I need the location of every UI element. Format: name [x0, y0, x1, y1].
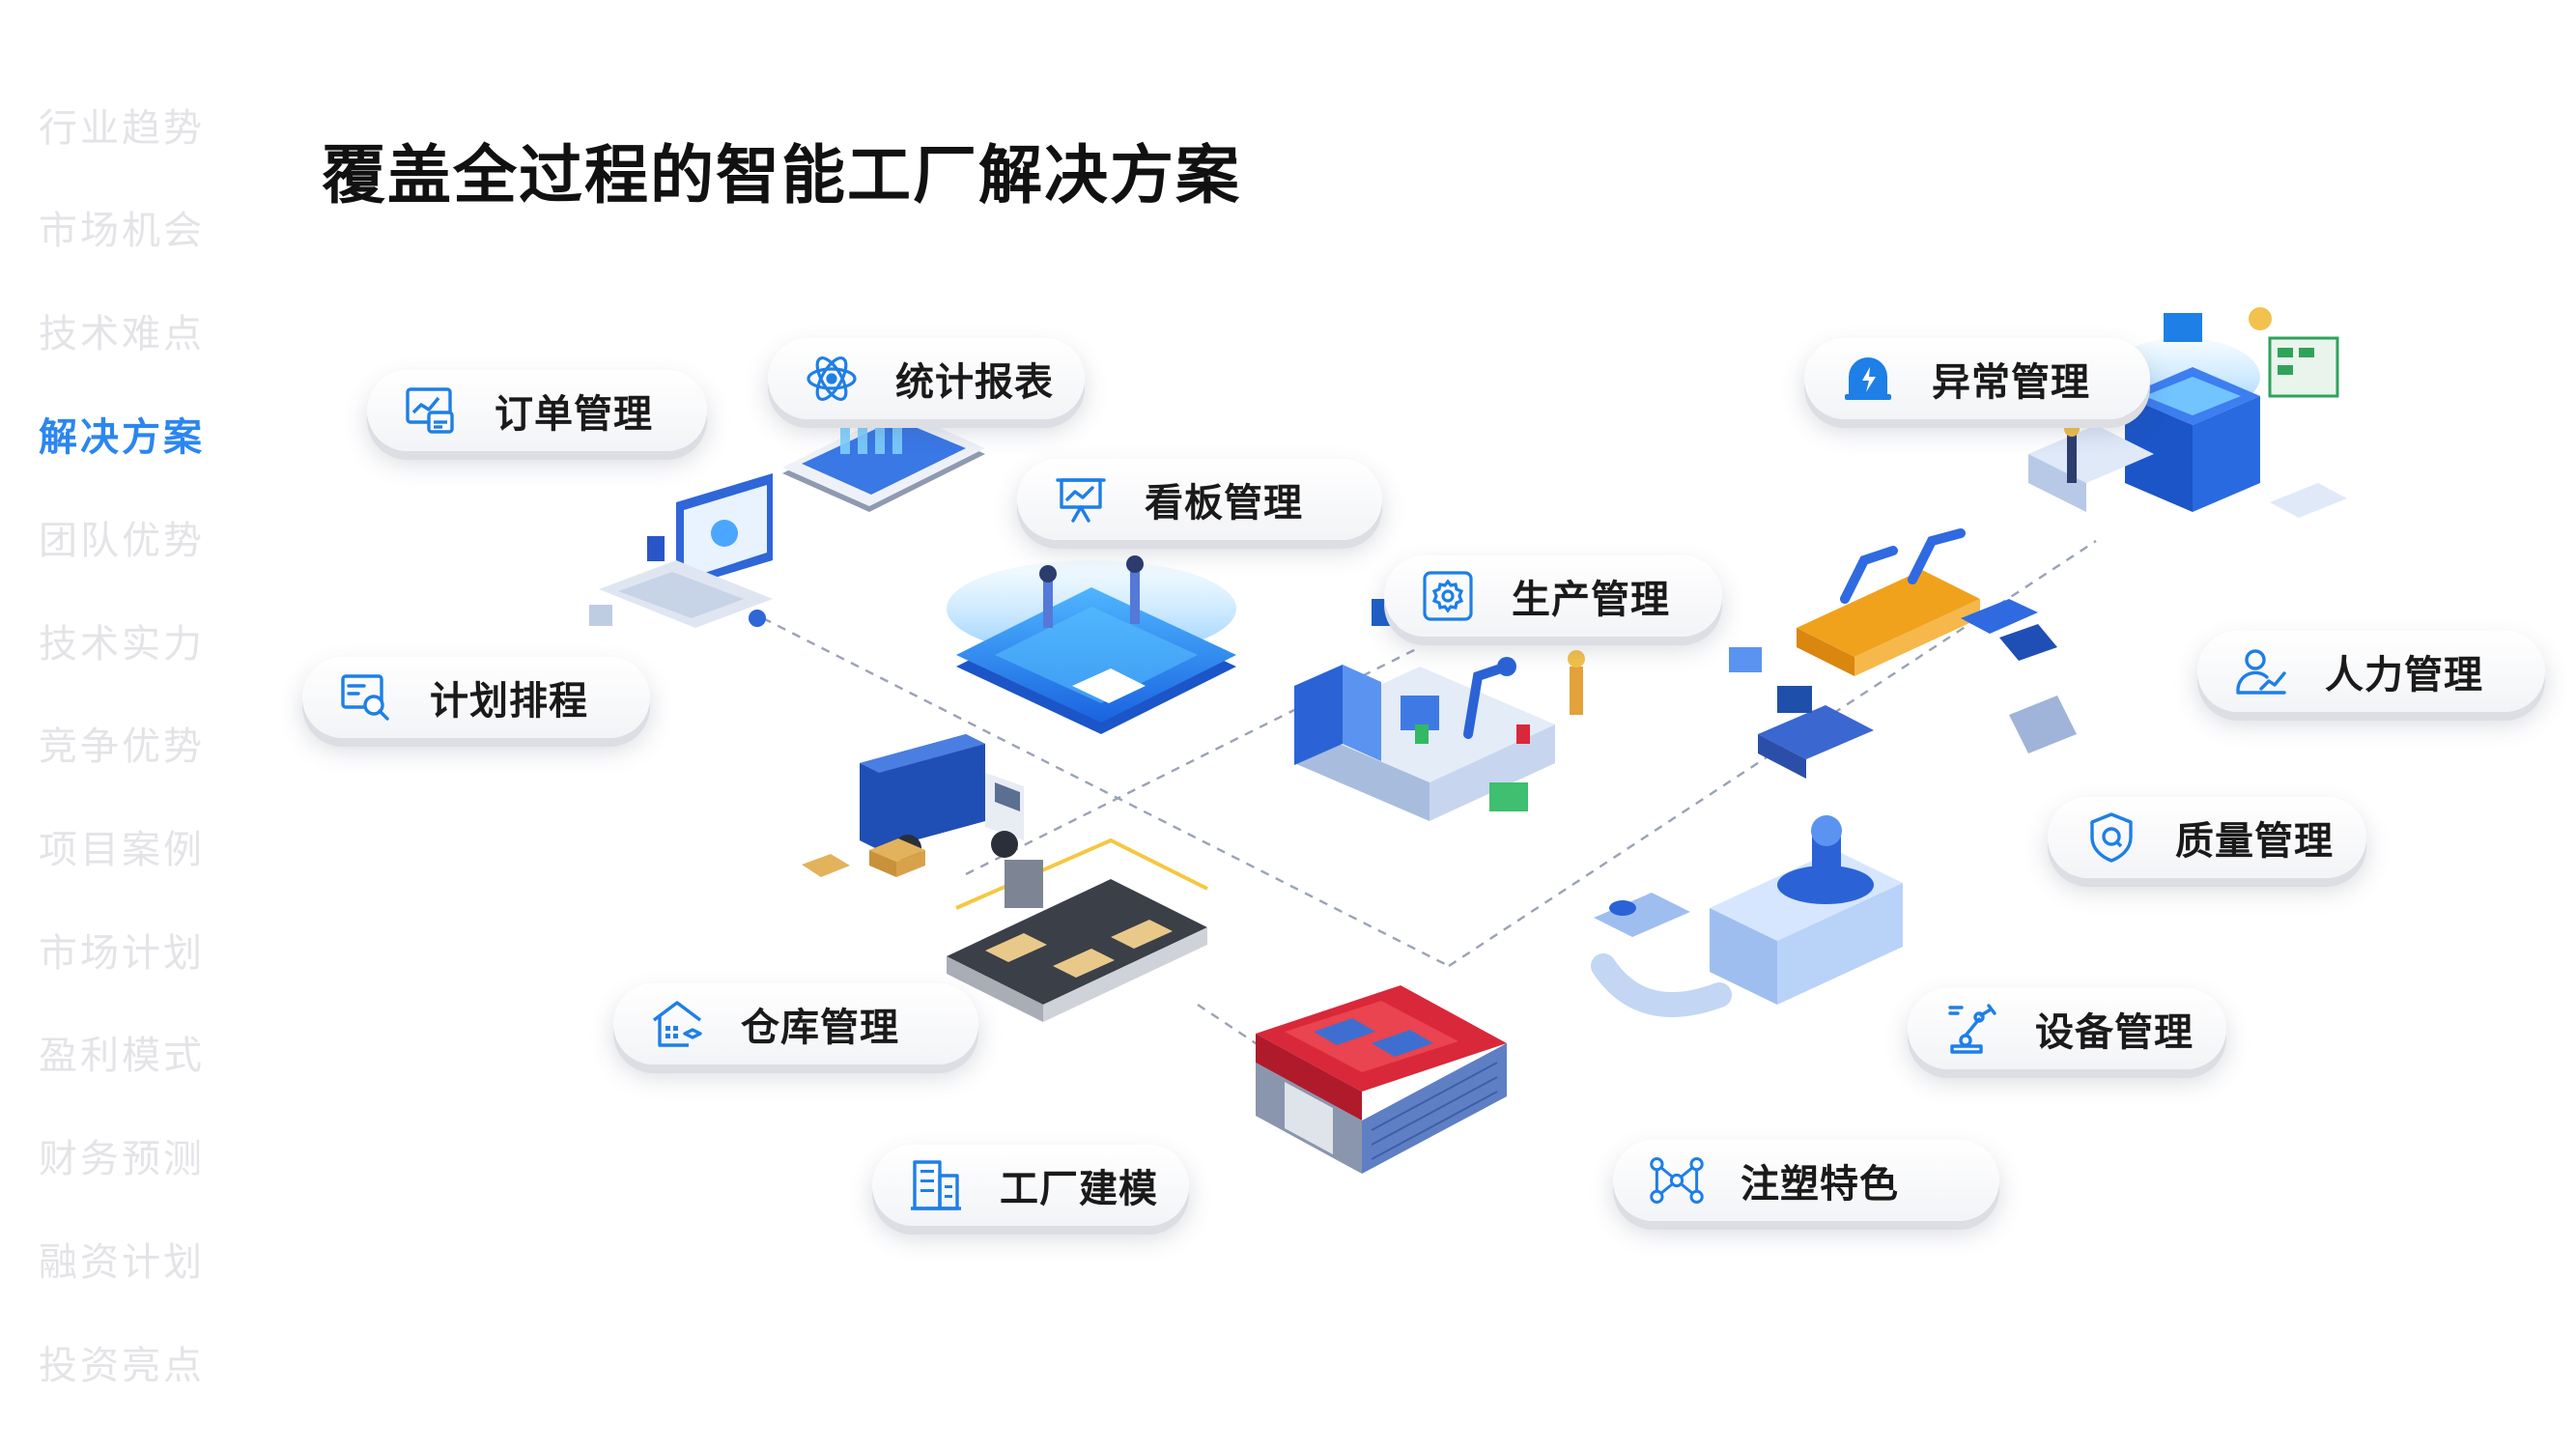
module-plan-scheduling[interactable]: 计划排程	[302, 657, 650, 738]
automation-line	[1729, 528, 2077, 779]
shield-icon	[2082, 809, 2140, 867]
atom-report-icon	[803, 350, 861, 408]
module-quality-management[interactable]: 质量管理	[2048, 797, 2366, 878]
module-label: 注塑特色	[1741, 1162, 1899, 1207]
nav-item-solution[interactable]: 解决方案	[39, 415, 205, 460]
nav-item-market-plan[interactable]: 市场计划	[39, 931, 205, 976]
module-label: 异常管理	[1932, 360, 2090, 405]
module-hr-management[interactable]: 人力管理	[2197, 631, 2545, 712]
module-label: 计划排程	[430, 679, 588, 724]
module-label: 看板管理	[1145, 481, 1303, 526]
factory-building	[1256, 985, 1507, 1174]
nav-item-team-advantage[interactable]: 团队优势	[39, 519, 205, 563]
module-injection-molding-feature[interactable]: 注塑特色	[1613, 1140, 1999, 1221]
module-label: 工厂建模	[1000, 1167, 1158, 1211]
module-factory-modeling[interactable]: 工厂建模	[872, 1145, 1189, 1226]
injection-machine	[1591, 815, 1903, 1017]
module-production-management[interactable]: 生产管理	[1384, 555, 1722, 637]
module-equipment-management[interactable]: 设备管理	[1908, 988, 2226, 1069]
laptop-workstation	[589, 473, 773, 628]
nav-item-market-opportunity[interactable]: 市场机会	[39, 209, 205, 253]
nav-item-investment-highlights[interactable]: 投资亮点	[39, 1344, 205, 1388]
building-icon	[907, 1156, 965, 1214]
warehouse-area	[947, 838, 1208, 1022]
gear-icon	[1419, 567, 1477, 625]
search-document-icon	[337, 668, 395, 726]
presentation-board-icon	[1052, 470, 1110, 528]
module-exception-management[interactable]: 异常管理	[1804, 338, 2150, 419]
module-label: 生产管理	[1512, 578, 1670, 622]
nav-item-financing-plan[interactable]: 融资计划	[39, 1240, 205, 1285]
warehouse-icon	[648, 995, 706, 1053]
order-chart-icon	[402, 382, 460, 440]
module-label: 人力管理	[2325, 653, 2483, 697]
user-chart-icon	[2232, 642, 2290, 700]
module-warehouse-management[interactable]: 仓库管理	[613, 983, 978, 1065]
robot-arm-icon	[1942, 1000, 2000, 1058]
module-statistics-report[interactable]: 统计报表	[768, 338, 1085, 419]
nav-item-competitive-advantage[interactable]: 竞争优势	[39, 724, 205, 769]
nav-item-industry-trend[interactable]: 行业趋势	[39, 106, 205, 151]
module-label: 设备管理	[2035, 1010, 2194, 1055]
holographic-platform	[947, 555, 1236, 734]
module-label: 订单管理	[495, 392, 653, 437]
nav-item-profit-model[interactable]: 盈利模式	[39, 1034, 205, 1078]
nav-item-tech-difficulty[interactable]: 技术难点	[39, 312, 205, 356]
nav-item-tech-strength[interactable]: 技术实力	[39, 622, 205, 667]
module-board-management[interactable]: 看板管理	[1017, 459, 1382, 540]
cargo-truck	[860, 734, 1024, 862]
module-label: 仓库管理	[741, 1006, 899, 1050]
alert-bolt-icon	[1839, 350, 1897, 408]
nav-item-project-cases[interactable]: 项目案例	[39, 828, 205, 872]
network-nodes-icon	[1648, 1151, 1706, 1209]
module-label: 质量管理	[2175, 819, 2334, 864]
nav-item-financial-forecast[interactable]: 财务预测	[39, 1137, 205, 1181]
page-title: 覆盖全过程的智能工厂解决方案	[322, 138, 1241, 213]
module-label: 统计报表	[895, 360, 1054, 405]
module-order-management[interactable]: 订单管理	[367, 370, 707, 451]
cargo-boxes	[802, 838, 925, 877]
